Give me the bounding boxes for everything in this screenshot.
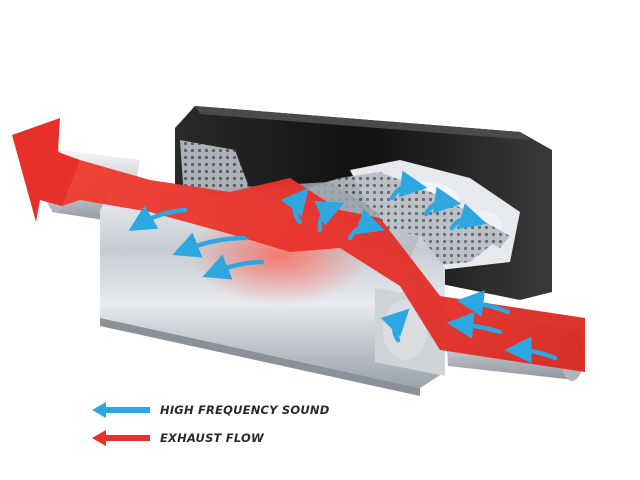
legend: HIGH FREQUENCY SOUND EXHAUST FLOW — [92, 396, 352, 452]
legend-item-high-frequency-sound: HIGH FREQUENCY SOUND — [92, 396, 352, 424]
legend-item-exhaust-flow: EXHAUST FLOW — [92, 424, 352, 452]
legend-label-sound: HIGH FREQUENCY SOUND — [160, 403, 330, 417]
red-arrow-icon — [92, 430, 150, 446]
blue-arrow-icon — [92, 402, 150, 418]
sound-wave-arrows — [128, 170, 558, 364]
legend-label-exhaust: EXHAUST FLOW — [160, 431, 264, 445]
